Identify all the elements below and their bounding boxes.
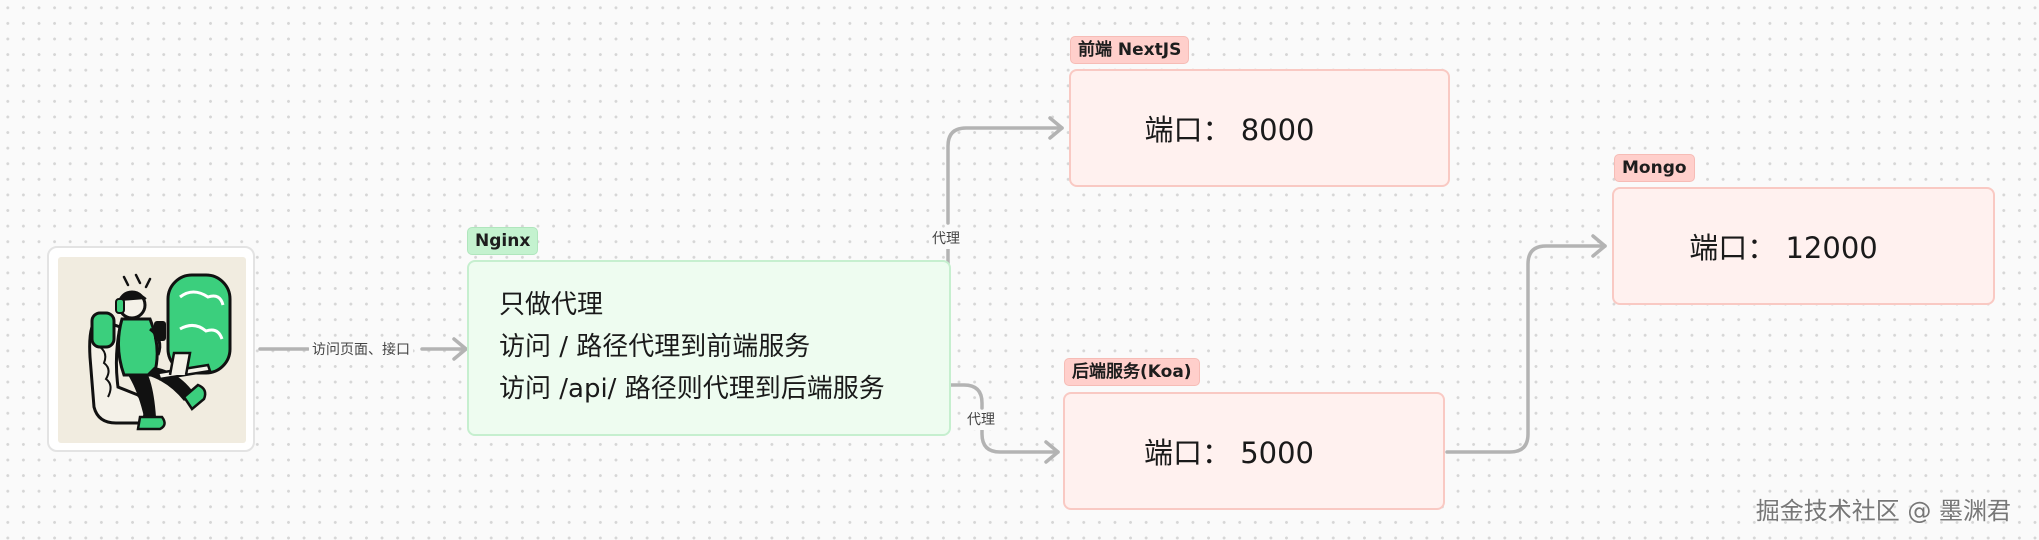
koa-node[interactable]: 端口： 5000 <box>1063 392 1445 510</box>
nginx-line-backend: 访问 /api/ 路径则代理到后端服务 <box>499 374 885 404</box>
edge-nginx-to-koa-2 <box>980 428 1060 454</box>
koa-port-label: 端口： 5000 <box>1143 436 1315 470</box>
nginx-line-proxy-only: 只做代理 <box>499 290 604 320</box>
user-avatar-card[interactable] <box>47 246 255 452</box>
nextjs-tag: 前端 NextJS <box>1070 36 1190 64</box>
mongo-tag: Mongo <box>1614 154 1695 182</box>
nginx-node[interactable]: 只做代理 访问 / 路径代理到前端服务 访问 /api/ 路径则代理到后端服务 <box>467 260 951 436</box>
traveler-illustration-icon <box>88 273 232 431</box>
nginx-description: 只做代理 访问 / 路径代理到前端服务 访问 /api/ 路径则代理到后端服务 <box>499 284 885 410</box>
nextjs-node[interactable]: 端口： 8000 <box>1069 69 1450 187</box>
koa-tag: 后端服务(Koa) <box>1064 358 1200 386</box>
edge-koa-to-mongo <box>1445 244 1607 454</box>
nextjs-port-label: 端口： 8000 <box>1144 113 1315 147</box>
edge-label-nginx-to-nextjs: 代理 <box>929 229 963 249</box>
watermark-text: 掘金技术社区 @ 墨渊君 <box>1755 497 2011 525</box>
arrowhead-user-to-nginx <box>452 337 468 361</box>
edge-nginx-to-nextjs-2 <box>946 126 1064 225</box>
arrowhead-mongo <box>1591 234 1607 258</box>
mongo-port-label: 端口： 12000 <box>1689 231 1878 265</box>
edge-label-nginx-to-koa: 代理 <box>964 410 998 430</box>
arrowhead-koa <box>1044 440 1060 464</box>
user-illustration <box>58 257 246 443</box>
edge-label-user-to-nginx: 访问页面、接口 <box>309 340 413 360</box>
nginx-tag: Nginx <box>467 227 539 255</box>
arrowhead-nextjs <box>1048 116 1064 140</box>
mongo-node[interactable]: 端口： 12000 <box>1612 187 1995 305</box>
nginx-line-frontend: 访问 / 路径代理到前端服务 <box>499 332 811 362</box>
